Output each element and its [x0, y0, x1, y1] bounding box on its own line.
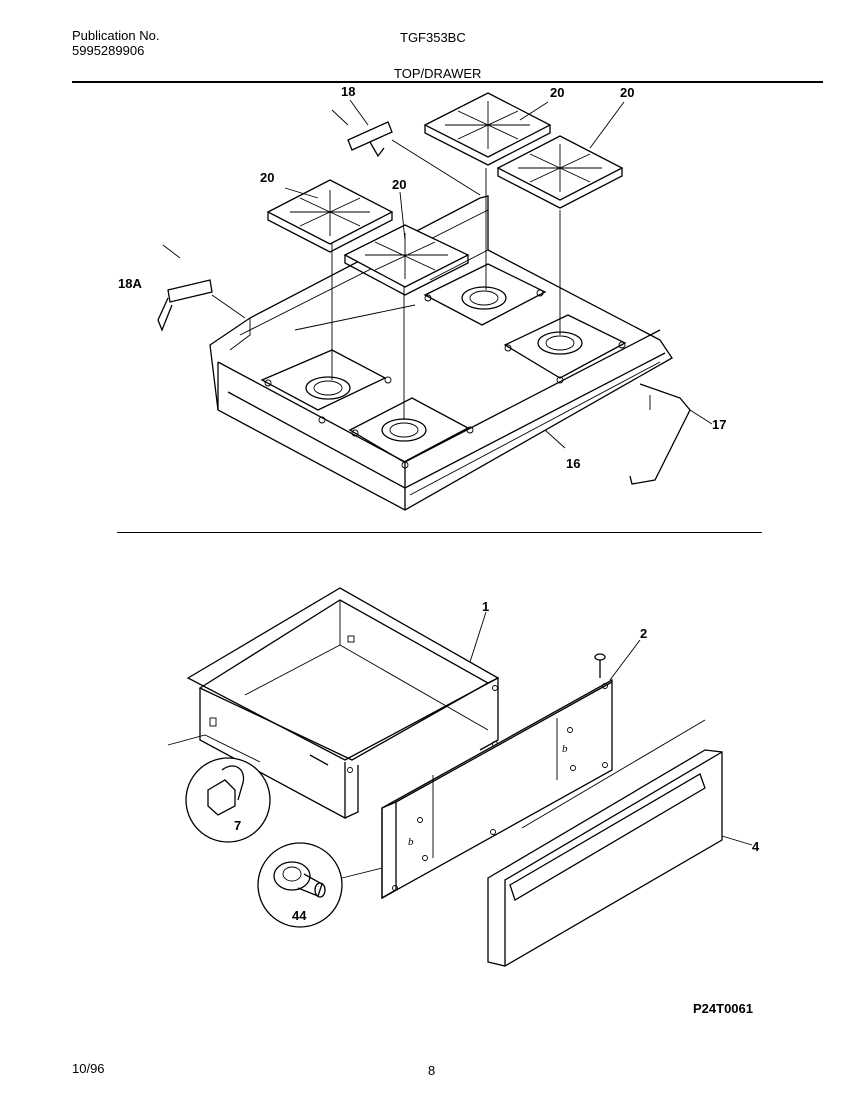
callout-18: 18 — [341, 84, 355, 99]
publication-label: Publication No. — [72, 28, 160, 43]
callout-20: 20 — [550, 85, 564, 100]
callout-44: 44 — [292, 908, 307, 923]
callout-20: 20 — [392, 177, 406, 192]
callout-4: 4 — [752, 839, 760, 854]
section-title: TOP/DRAWER — [394, 66, 482, 81]
page-number: 8 — [428, 1063, 436, 1078]
detail-44-bumper — [257, 842, 383, 928]
section-divider — [117, 532, 762, 533]
publication-number: 5995289906 — [72, 43, 145, 58]
cooktop-assembly — [209, 168, 673, 511]
callout-17: 17 — [712, 417, 726, 432]
grate-left-rear — [266, 179, 394, 253]
callout-18a: 18A — [118, 276, 142, 291]
header-rule — [72, 81, 823, 83]
diagram-code: P24T0061 — [693, 1001, 753, 1016]
model-number: TGF353BC — [400, 30, 466, 45]
callout-20: 20 — [260, 170, 274, 185]
detail-7-glide — [167, 734, 271, 843]
grate-right-rear — [423, 92, 552, 166]
screw — [594, 653, 606, 678]
callout-2: 2 — [640, 626, 647, 641]
bracket-18a — [157, 244, 246, 332]
drawer-body — [186, 587, 500, 820]
svg-text:b: b — [562, 743, 568, 755]
rod-17 — [629, 383, 713, 485]
revision-date: 10/96 — [72, 1061, 105, 1076]
svg-text:b: b — [408, 836, 414, 848]
drawer-front — [487, 719, 723, 967]
callout-16: 16 — [566, 456, 580, 471]
callout-1: 1 — [482, 599, 489, 614]
callout-7: 7 — [234, 818, 241, 833]
leader-16 — [544, 429, 566, 449]
bracket-18 — [331, 109, 481, 196]
grate-right-front — [496, 135, 624, 209]
callout-20: 20 — [620, 85, 634, 100]
grate-left-front — [343, 224, 470, 296]
